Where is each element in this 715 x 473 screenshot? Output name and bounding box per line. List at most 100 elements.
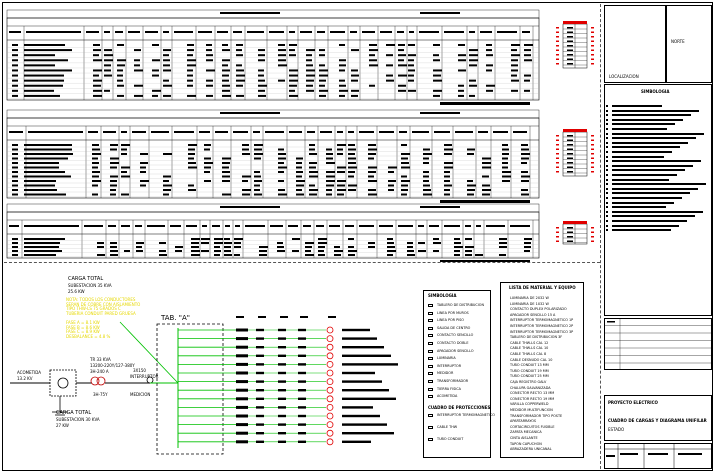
legend-symbol-icon <box>428 326 433 330</box>
yellow-note-line: TIPO THW-LS 75 GRADOS C <box>66 306 121 312</box>
simbologia-bullet-icon <box>606 105 608 107</box>
legend-item: TUBO CONDUIT 19 MM <box>510 368 549 373</box>
load-symbol-icon <box>326 369 334 377</box>
single-line-diagram <box>10 316 398 455</box>
simbologia-note-line <box>612 105 662 107</box>
simbologia-note-line <box>612 118 683 121</box>
legend-right-box <box>500 282 584 458</box>
legend-item: VARILLA COPPERWELD <box>510 402 549 407</box>
plano-subtitle: ESTADO <box>608 427 625 432</box>
legend-item: CABLE THW-LS CAL 12 <box>510 340 549 345</box>
load-symbol-icon <box>326 335 334 342</box>
simbologia-note-line <box>612 178 669 181</box>
circuit-branch <box>178 412 380 420</box>
signature-grid <box>604 443 712 469</box>
revisions-box <box>604 318 712 370</box>
simbologia-bullet-icon <box>606 155 608 158</box>
legend-item: APAGADOR SENCILLO 15 A <box>510 312 556 317</box>
legend-symbol-icon <box>428 342 433 345</box>
meter-enclosure <box>49 369 77 397</box>
legend-item: INTERRUPTOR TERMOMAGNETICO <box>437 413 495 417</box>
circuit-branch <box>178 326 370 334</box>
simbologia-bullet-icon <box>606 146 608 149</box>
simbologia-note-line <box>612 146 680 149</box>
legend-item: LUMINARIA DE 2X32 W <box>510 296 549 300</box>
legend-item: CONECTOR RECTO 13 MM <box>510 391 555 396</box>
load-symbol-icon <box>326 386 334 394</box>
legend-item: TIERRA FISICA <box>437 386 461 391</box>
circuit-branch <box>178 395 396 403</box>
load-symbol-icon <box>326 429 334 437</box>
simbologia-note-line <box>612 137 696 140</box>
plano-title: CUADRO DE CARGAS Y DIAGRAMA UNIFILAR <box>608 418 707 423</box>
simbologia-note-line <box>612 201 674 204</box>
legend-symbol-icon <box>428 364 433 368</box>
load-symbol-icon <box>326 438 334 446</box>
simbologia-bullet-icon <box>606 192 608 195</box>
simbologia-bullet-icon <box>606 109 608 112</box>
feeder-line <box>119 321 179 384</box>
phase-balance-1 <box>556 21 594 69</box>
yellow-note-line: FASE B = 8.6 KW <box>66 324 100 330</box>
load-symbol-icon <box>326 378 334 385</box>
legend-item: ABRAZADERA UNICANAL <box>510 447 552 452</box>
load-symbol-icon <box>326 403 334 411</box>
simbologia-note-line <box>612 164 693 167</box>
simbologia-bullet-icon <box>606 215 608 218</box>
legend-item: MEDIDOR MULTIFUNCION <box>510 408 553 412</box>
project-box: PROYECTO ELECTRICO CUADRO DE CARGAS Y DI… <box>604 395 712 441</box>
simbologia-note-line <box>612 220 687 222</box>
legend-symbol-icon <box>428 395 433 399</box>
simbologia-bullet-icon <box>606 128 608 130</box>
simbologia-bullet-icon <box>606 178 608 181</box>
simbologia-bullet-icon <box>606 137 608 140</box>
simbologia-note-line <box>612 123 675 126</box>
simbologia-bullet-icon <box>606 132 608 135</box>
simbologia-note-line <box>612 187 698 190</box>
legend-right-title: LISTA DE MATERIAL Y EQUIPO <box>509 285 576 290</box>
load-table-1 <box>6 9 540 105</box>
load-symbol-icon <box>326 421 334 429</box>
simbologia-bullet-icon <box>606 224 608 227</box>
simbologia-bullet-icon <box>606 151 608 153</box>
norte-box: NORTE <box>666 5 712 83</box>
legend-item: CABLE THW <box>437 425 458 429</box>
simbologia-bullet-icon <box>606 118 608 121</box>
legend-item: SALIDA DE CENTRO <box>437 325 471 330</box>
legend-item: ACOMETIDA <box>437 394 458 399</box>
legend-item: TRANSFORMADOR TIPO POSTE <box>510 413 563 418</box>
legend-item: ZAPATA MECANICA <box>510 430 542 435</box>
yellow-note-line: DESBALANCE = 4.8 % <box>66 333 111 339</box>
transformer-coil-2-icon <box>96 376 106 386</box>
legend-symbol-icon <box>428 387 433 391</box>
legend-item: CONTACTO DOBLE <box>437 341 469 345</box>
simbologia-bullet-icon <box>606 174 608 176</box>
simbologia-note-line <box>612 141 688 144</box>
simbologia-note-line <box>612 224 679 227</box>
legend-symbol-icon <box>428 426 433 429</box>
revisions-grid <box>604 318 712 370</box>
legend-item: TUBO CONDUIT 25 MM <box>510 374 549 379</box>
transformer-label: TR 33 KVA <box>90 357 111 362</box>
carga-total-bottom-label: CARGA TOTAL <box>56 410 92 416</box>
interruptor-label: 3X150 <box>133 368 146 373</box>
legend-item: TAPON CAPUCHON <box>510 441 542 446</box>
simbologia-bullet-icon <box>606 141 608 144</box>
phase-balance-3 <box>556 221 594 245</box>
simbologia-bullet-icon <box>606 164 608 167</box>
cable-label: 3H-75Y <box>93 392 108 397</box>
simbologia-note-line <box>612 206 666 209</box>
legend-item: LUMINARIA DE 1X32 W <box>510 301 549 306</box>
legend-symbol-icon <box>428 357 433 361</box>
load-schedule-tables <box>6 9 594 262</box>
legend-item: MEDIDOR <box>437 371 454 376</box>
legend-item: APAGADOR SENCILLO <box>437 348 474 353</box>
simbologia-bullet-icon <box>606 197 608 199</box>
yellow-note-line: FASE A = 8.1 KW <box>66 320 100 325</box>
norte-label: NORTE <box>671 39 685 44</box>
legend-item: CORTACIRCUITOS FUSIBLE <box>510 424 555 429</box>
yellow-note-line: FASE C = 8.9 KW <box>66 329 100 335</box>
simbologia-note-line <box>612 192 690 195</box>
legend-item: TUBO CONDUIT <box>437 437 464 441</box>
